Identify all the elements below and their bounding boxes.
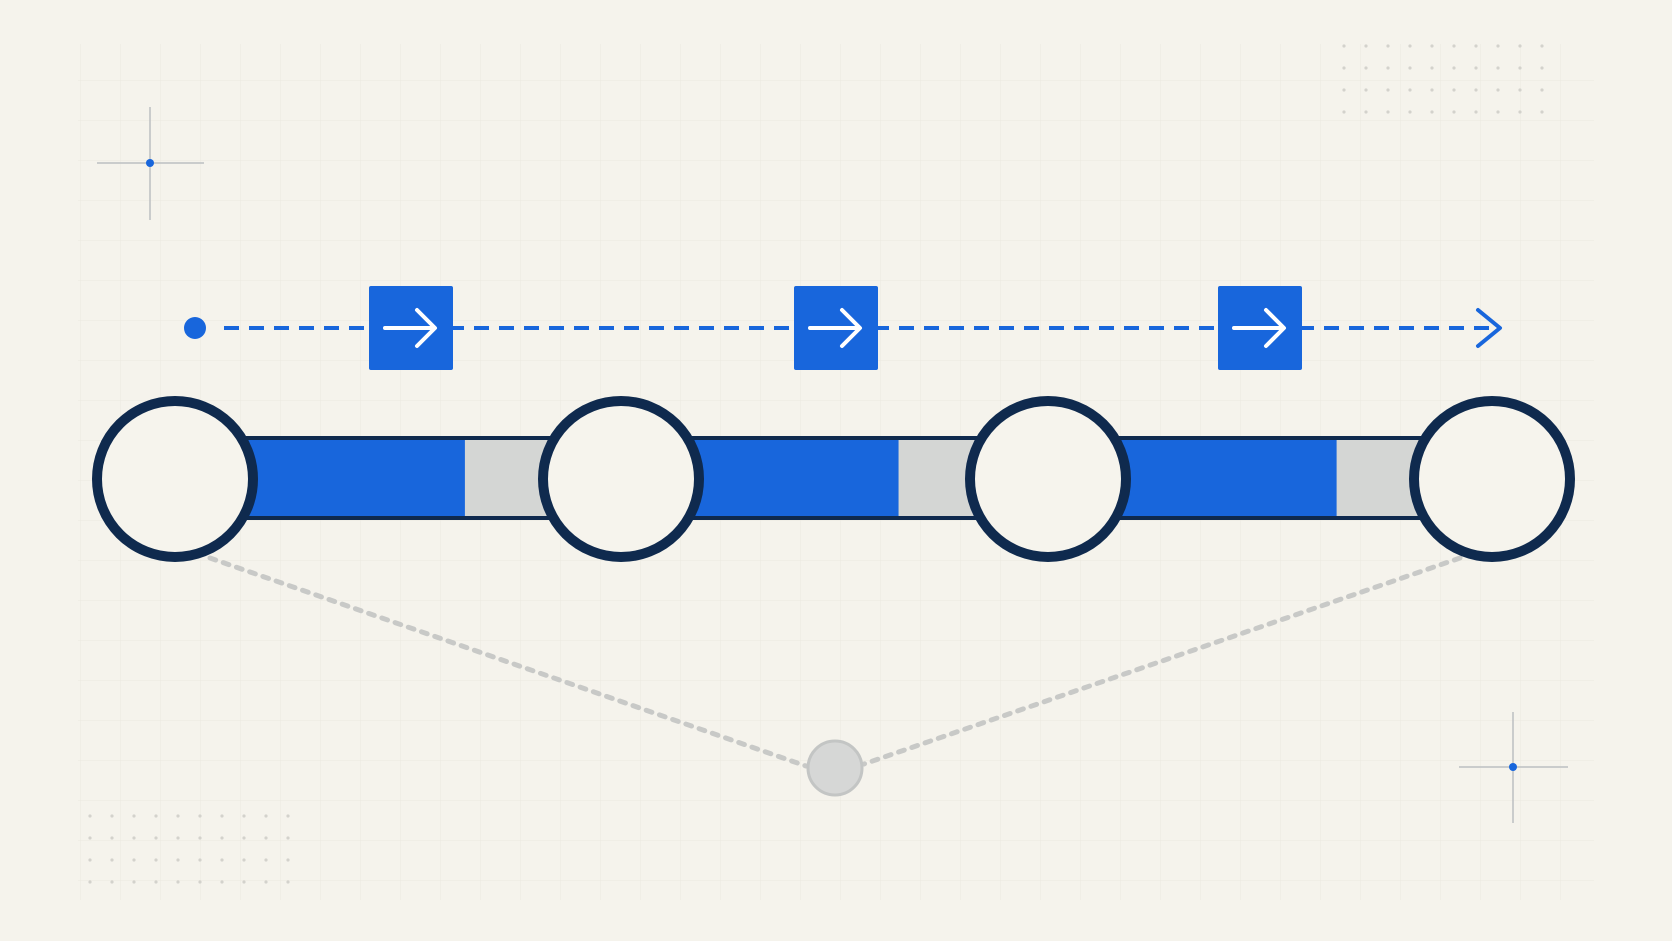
connector-right xyxy=(861,555,1463,767)
progress-track xyxy=(173,436,1494,520)
stage-nodes xyxy=(92,396,1575,562)
dot-icon xyxy=(184,317,206,339)
step-arrows xyxy=(369,286,1302,370)
connector-left xyxy=(207,555,809,769)
dot-pattern-bottom-left xyxy=(74,800,294,896)
crosshair-icon xyxy=(1459,712,1568,823)
crosshair-icon xyxy=(97,107,204,220)
chevron-right-icon xyxy=(1476,308,1502,348)
arrow-head xyxy=(840,308,862,348)
arrow-head xyxy=(1264,308,1286,348)
arrow-head xyxy=(415,308,437,348)
stage-node xyxy=(965,396,1131,562)
hub-connectors xyxy=(207,555,1463,769)
stage-node xyxy=(1409,396,1575,562)
arrow-right-icon xyxy=(1218,286,1302,370)
track-segment-progress xyxy=(1094,440,1337,516)
stage-node xyxy=(92,396,258,562)
arrow-right-icon xyxy=(369,286,453,370)
stage-node xyxy=(538,396,704,562)
hub-node xyxy=(806,739,864,797)
arrow-right-icon xyxy=(794,286,878,370)
track-segment-progress xyxy=(667,440,899,516)
track-segment-progress xyxy=(221,440,465,516)
dot-pattern-top-right xyxy=(1327,38,1559,128)
